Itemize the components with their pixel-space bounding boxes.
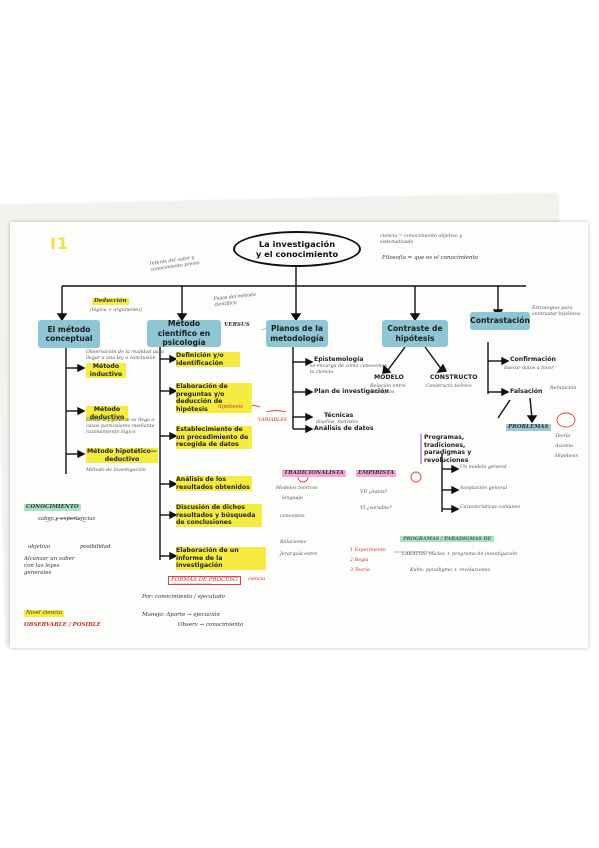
conocimiento-note: Alcanzar un saber con las leyes generale… xyxy=(24,556,75,576)
emp-item-4: 2 Regla xyxy=(350,558,369,563)
col2-note-side: VERSUS xyxy=(224,322,250,328)
title-line-1: La investigación xyxy=(258,238,336,249)
metodo-deductivo-note: Desde ley general se llega a casos parti… xyxy=(86,418,155,435)
col1-note-sub: (lógica + argumento) xyxy=(90,308,142,313)
falsacion-note: Refutación xyxy=(550,386,577,391)
formas-line-1: Por: conocimiento / ejecutado xyxy=(142,594,225,600)
paradigmas-heading: PROGRAMAS / PARADIGMAS DE xyxy=(400,536,495,542)
emp-item-2: VI ¿variable? xyxy=(360,506,392,511)
problema-item-1: Teoría xyxy=(555,434,571,439)
header-metodo-cientifico: Método científico en psicología xyxy=(147,319,221,347)
step-recogida-datos: Establecimiento de un procedimiento de r… xyxy=(176,426,252,449)
title-line-2: y el conocimiento xyxy=(255,249,339,259)
constructo-note: Constructo teórico xyxy=(426,384,472,389)
formas-line-3: Observ → conocimiento xyxy=(178,622,244,628)
paradigmas-line-2: Kuhn: paradigma + revoluciones xyxy=(410,568,490,573)
metodo-inductivo-label: Método inductivo xyxy=(86,363,126,379)
conocimiento-left: objetivo xyxy=(28,544,51,550)
conocimiento-sub: saber y experiencias xyxy=(38,516,96,522)
plano-tecnicas: Técnicas xyxy=(324,412,354,419)
trad-item-1: Modelos teóricos xyxy=(276,486,318,491)
nivel-ciencia-highlight: Nivel ciencia xyxy=(24,610,65,617)
plano-tecnicas-note: diseños, métodos xyxy=(316,420,359,425)
step-variables-note: VARIABLES xyxy=(258,418,288,423)
page-title: La investigación y el conocimiento xyxy=(233,231,361,267)
confirmacion-label: Confirmación xyxy=(510,356,556,363)
connector-lines xyxy=(45,267,576,585)
falsacion-label: Falsación xyxy=(510,388,543,395)
plano-investigacion: Plan de investigación xyxy=(314,388,389,395)
col1-note-label: Deducción xyxy=(92,298,129,305)
emp-item-1: VD ¿datos? xyxy=(360,490,388,495)
note-top-right-1: ciencia = conocimiento objetivo y sistem… xyxy=(380,234,463,245)
step-analisis-resultados: Análisis de los resultados obtenidos xyxy=(176,476,252,492)
problema-item-3: Hipótesis xyxy=(555,454,578,459)
conocimiento-right: posibilidad xyxy=(80,544,111,550)
trad-item-3: conceptos xyxy=(280,514,305,519)
step-definicion: Definición y/o identificación xyxy=(176,352,240,368)
constructo-label: CONSTRUCTO xyxy=(430,374,478,381)
paradigmas-line-1: LAKATOS: núcleo + programa de investigac… xyxy=(402,552,518,557)
step-discusion: Discusión de dichos resultados y búsqued… xyxy=(176,504,262,527)
trad-item-2: lenguaje xyxy=(282,496,303,501)
header-planos-metodologia: Planos de la metodología xyxy=(266,320,328,347)
observable-label: OBSERVABLE / POSIBLE xyxy=(24,622,101,628)
note-top-right-2: Filosofía = que es el conocimiento xyxy=(382,255,478,261)
formas-proceso-heading: FORMAS DE PROCESO xyxy=(168,576,241,585)
tradicionalista-heading: TRADICIONALISTA xyxy=(282,470,346,477)
emp-item-5: 3 Teoría xyxy=(350,568,370,573)
plano-epistemologia-note: se encarga de cómo conocemos la ciencia xyxy=(310,364,387,375)
programa-item-2: Aceptación general xyxy=(460,486,508,491)
programa-item-1: Un modelo general xyxy=(460,465,507,470)
section-badge: I1 xyxy=(50,234,70,253)
col5-note-top: Estrategias para contrastar hipótesis xyxy=(532,306,581,317)
formas-proceso-note: ciencia xyxy=(248,577,266,582)
metodo-deductivo-label: Método deductivo xyxy=(86,406,128,422)
confirmacion-note: buscar datos a favor xyxy=(504,366,554,371)
concept-map-sheet: I1 La investigación y el conocimiento In… xyxy=(10,222,588,648)
programa-item-3: Características comunes xyxy=(460,505,521,510)
trad-item-4: Relaciones xyxy=(280,540,307,545)
header-contrastacion: Contrastación xyxy=(470,312,530,330)
metodo-hipotetico-note: Método de investigación xyxy=(86,468,146,473)
modelo-note: Relación entre conceptos xyxy=(370,384,406,395)
metodo-hipotetico-label: Método hipotético—deductivo xyxy=(86,448,158,464)
plano-analisis-datos: Análisis de datos xyxy=(314,425,374,432)
modelo-label: MODELO xyxy=(374,374,404,381)
formas-line-2: Manejo: Aporte → ejecución xyxy=(142,612,220,618)
programas-heading: Programas, tradiciones, paradigmas y rev… xyxy=(420,434,498,465)
header-contraste-hipotesis: Contraste de hipótesis xyxy=(382,320,448,347)
problema-item-2: Axioma xyxy=(555,444,574,449)
step-elaboracion-preguntas: Elaboración de preguntas y/o deducción d… xyxy=(176,383,252,414)
plano-epistemologia: Epistemología xyxy=(314,356,364,363)
conocimiento-heading: CONOCIMIENTO xyxy=(24,504,81,511)
trad-item-5: Jerarquía entre xyxy=(280,552,318,557)
empirista-heading: EMPIRISTA xyxy=(356,470,397,477)
step-informe: Elaboración de un informe de la investig… xyxy=(176,547,266,570)
header-metodo-conceptual: El método conceptual xyxy=(38,320,100,348)
problemas-label: PROBLEMAS xyxy=(506,424,551,431)
emp-item-3: 1 Experimento xyxy=(350,548,386,553)
step-hipotesis-note: hipótesis xyxy=(218,404,244,410)
metodo-inductivo-note: Observación de la realidad para llegar a… xyxy=(86,350,164,361)
